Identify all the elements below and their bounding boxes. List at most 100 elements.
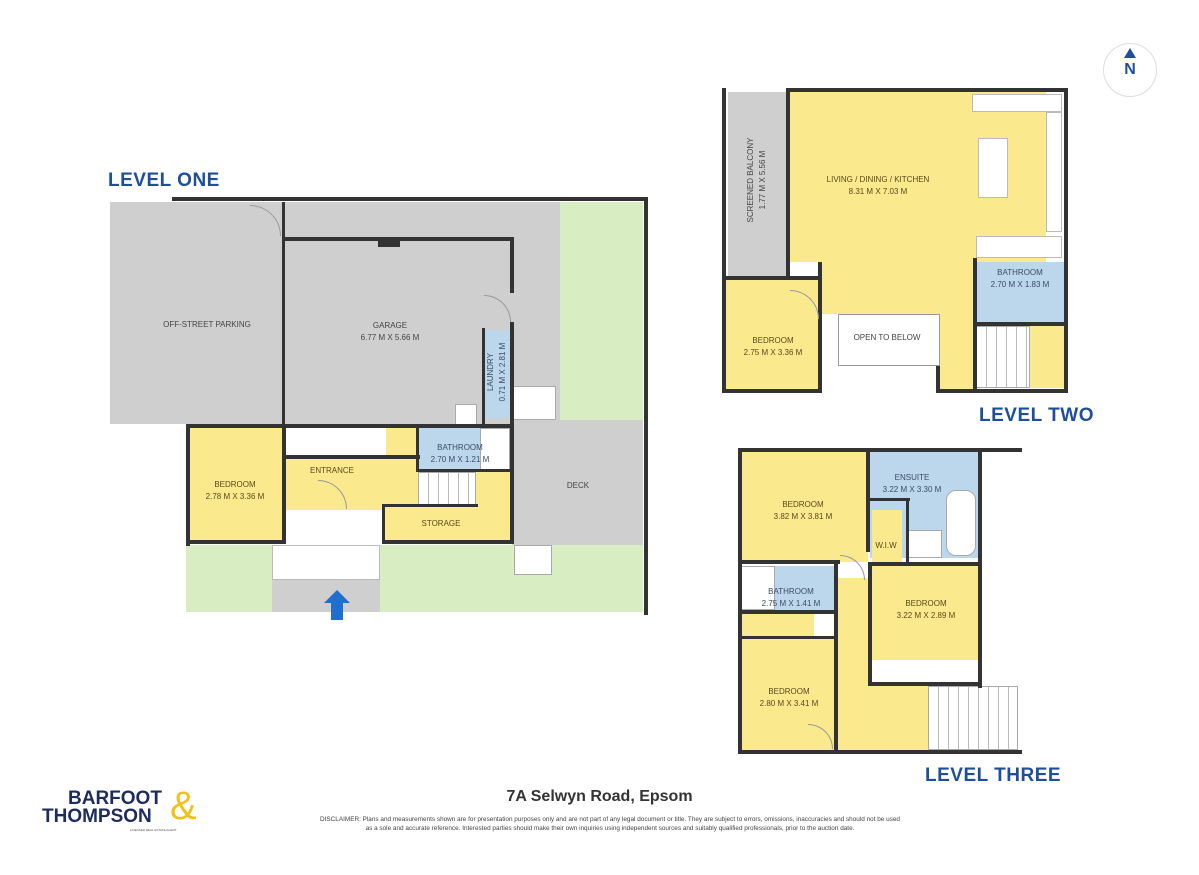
- bedroom: [188, 428, 284, 540]
- stairs: [418, 472, 476, 506]
- room-size: 2.75 M X 1.41 M: [761, 599, 821, 608]
- walk-in-wardrobe: [872, 510, 902, 562]
- bathroom-label: BATHROOM 2.70 M X 1.83 M: [991, 267, 1050, 291]
- room-size: 2.70 M X 1.21 M: [430, 455, 490, 464]
- level-two-title: LEVEL TWO: [979, 405, 1094, 426]
- deck-label: DECK: [566, 481, 590, 490]
- living-hall: [940, 314, 975, 390]
- logo-line-1: BARFOOT: [68, 788, 162, 809]
- bathroom-label: BATHROOM 2.70 M X 1.21 M: [431, 442, 490, 466]
- bedroom-3-label: BEDROOM 2.80 M X 3.41 M: [760, 686, 819, 710]
- storage-label: STORAGE: [421, 519, 461, 528]
- room-name: BEDROOM: [768, 687, 810, 696]
- open-to-below-label: OPEN TO BELOW: [853, 333, 921, 342]
- parking-label: OFF-STREET PARKING: [163, 320, 251, 329]
- bathroom: [775, 566, 835, 610]
- living-label: LIVING / DINING / KITCHEN 8.31 M X 7.03 M: [827, 174, 930, 198]
- room-size: 2.75 M X 3.36 M: [743, 348, 803, 357]
- bedroom-label: BEDROOM 2.78 M X 3.36 M: [206, 479, 265, 503]
- room-name: ENSUITE: [894, 473, 930, 482]
- living-lower: [820, 262, 975, 314]
- porch: [286, 510, 384, 544]
- garage-steps: [512, 386, 556, 420]
- bedroom-2-label: BEDROOM 3.22 M X 2.89 M: [897, 598, 956, 622]
- stairs: [976, 326, 1030, 388]
- room-name: LIVING / DINING / KITCHEN: [826, 175, 930, 184]
- room-name: BEDROOM: [214, 480, 256, 489]
- linen-cupboard: [742, 614, 814, 636]
- disclaimer-line-1: DISCLAIMER: Plans and measurements shown…: [320, 816, 900, 823]
- address: 7A Selwyn Road, Epsom: [506, 788, 693, 805]
- bedroom-2: [872, 566, 978, 660]
- bedroom-1: [740, 452, 868, 562]
- north-compass: N: [1103, 43, 1157, 97]
- ensuite-label: ENSUITE 3.22 M X 3.30 M: [883, 472, 942, 496]
- room-name: LAUNDRY: [486, 352, 495, 392]
- landing: [476, 472, 510, 506]
- bathroom-shower: [740, 566, 775, 610]
- kitchen-bench-side: [1046, 112, 1062, 232]
- bathroom: [976, 262, 1064, 322]
- stairs: [928, 686, 1018, 750]
- entrance: [286, 458, 418, 510]
- deck-steps: [514, 545, 552, 575]
- landing: [1030, 326, 1064, 388]
- room-size: 2.80 M X 3.41 M: [759, 699, 819, 708]
- room-name: BEDROOM: [782, 500, 824, 509]
- room-name: BATHROOM: [997, 268, 1043, 277]
- north-arrow-icon: [1124, 48, 1136, 58]
- hallway: [838, 578, 872, 750]
- open-to-below: [838, 314, 940, 366]
- room-size: 3.22 M X 2.89 M: [896, 611, 956, 620]
- kitchen-island: [978, 138, 1008, 198]
- room-size: 6.77 M X 5.66 M: [360, 333, 420, 342]
- ensuite-shower: [908, 530, 942, 558]
- off-street-parking: [110, 202, 284, 424]
- north-label: N: [1124, 61, 1136, 78]
- deck: [512, 420, 643, 545]
- level-one-title: LEVEL ONE: [108, 170, 220, 191]
- room-name: BEDROOM: [905, 599, 947, 608]
- room-size: 3.22 M X 3.30 M: [882, 485, 942, 494]
- logo: BARFOOT THOMPSON & LICENSED REAL ESTATE …: [42, 786, 212, 835]
- room-size: 3.82 M X 3.81 M: [773, 512, 833, 521]
- logo-tagline: LICENSED REAL ESTATE AGENT: [130, 828, 177, 832]
- room-size: 2.78 M X 3.36 M: [205, 492, 265, 501]
- level-three-title: LEVEL THREE: [925, 765, 1062, 786]
- room-size: 0.71 M X 2.81 M: [498, 342, 507, 402]
- room-size: 2.70 M X 1.83 M: [990, 280, 1050, 289]
- kitchen-bench-top: [972, 94, 1062, 112]
- entry-closet: [286, 428, 386, 458]
- disclaimer: DISCLAIMER: Plans and measurements shown…: [240, 815, 980, 833]
- room-name: BATHROOM: [437, 443, 483, 452]
- room-name: BEDROOM: [752, 336, 794, 345]
- lawn: [560, 202, 643, 420]
- room-size: 8.31 M X 7.03 M: [848, 187, 908, 196]
- logo-line-2: THOMPSON: [42, 806, 152, 827]
- entrance-label: ENTRANCE: [309, 466, 355, 475]
- laundry: [484, 330, 510, 418]
- disclaimer-line-2: as a sole and accurate reference. Intere…: [365, 825, 855, 832]
- bathroom: [418, 428, 480, 470]
- front-lawn-left: [186, 545, 272, 612]
- bedroom-1-label: BEDROOM 3.82 M X 3.81 M: [774, 499, 833, 523]
- entry-arrow-icon: [324, 590, 350, 603]
- front-steps: [272, 545, 380, 580]
- logo-ampersand: &: [170, 784, 197, 828]
- bath-tub: [946, 490, 976, 556]
- screened-balcony: [728, 92, 788, 278]
- room-size: 1.77 M X 5.56 M: [758, 150, 767, 210]
- room-name: SCREENED BALCONY: [746, 137, 755, 223]
- storage: [384, 506, 510, 540]
- room-name: GARAGE: [372, 321, 408, 330]
- entry-arrow-stem: [331, 602, 343, 620]
- wiw-label: W.I.W: [875, 541, 897, 550]
- hallway-lower: [872, 684, 928, 750]
- kitchen-bench-lower: [976, 236, 1062, 258]
- shower: [480, 428, 510, 470]
- bedroom-label: BEDROOM 2.75 M X 3.36 M: [744, 335, 803, 359]
